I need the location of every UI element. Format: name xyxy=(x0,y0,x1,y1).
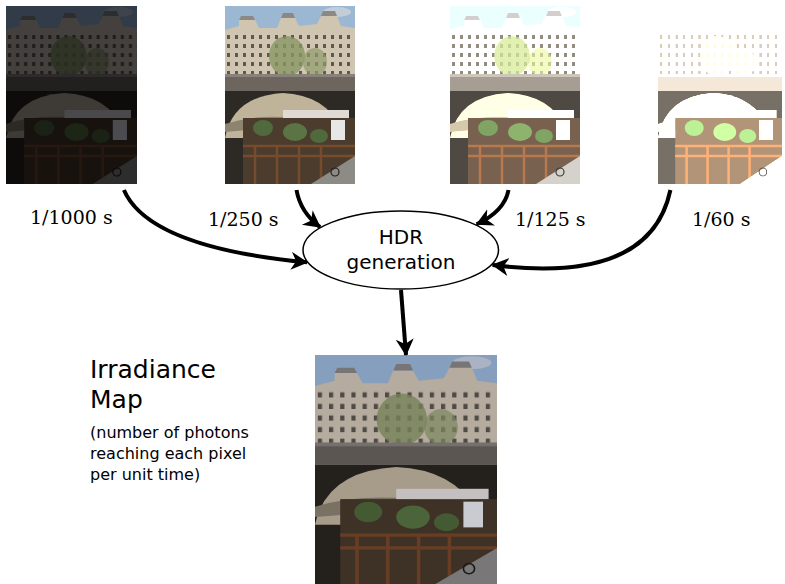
caption-text: (number of photons reaching each pixel p… xyxy=(90,423,262,485)
flow-arrow xyxy=(477,190,509,224)
caption-text: Irradiance Map xyxy=(90,355,240,415)
photo-125 xyxy=(450,6,580,184)
flow-arrow xyxy=(401,290,406,355)
photo-frame: 1/60 s xyxy=(658,6,782,184)
photo-frame: Irradiance Map(number of photons reachin… xyxy=(315,355,497,584)
photo-frame: 1/1000 s xyxy=(6,6,137,184)
flow-arrow xyxy=(297,190,321,227)
flow-arrow xyxy=(124,190,307,262)
photo-frame: 1/250 s xyxy=(225,6,355,184)
flow-arrow xyxy=(493,190,671,268)
photo-frame: 1/125 s xyxy=(450,6,580,184)
irradiance-photo xyxy=(315,355,497,584)
exposure-label: 1/125 s xyxy=(515,208,586,231)
ellipse-shape xyxy=(303,211,499,289)
process-label: HDR generation xyxy=(334,225,469,275)
photo-250 xyxy=(225,6,355,184)
photo-1000 xyxy=(6,6,137,184)
exposure-label: 1/1000 s xyxy=(30,206,113,229)
photo-60 xyxy=(658,6,782,184)
exposure-label: 1/60 s xyxy=(692,208,750,231)
process-ellipse: HDR generation xyxy=(302,210,500,290)
exposure-label: 1/250 s xyxy=(208,208,279,231)
